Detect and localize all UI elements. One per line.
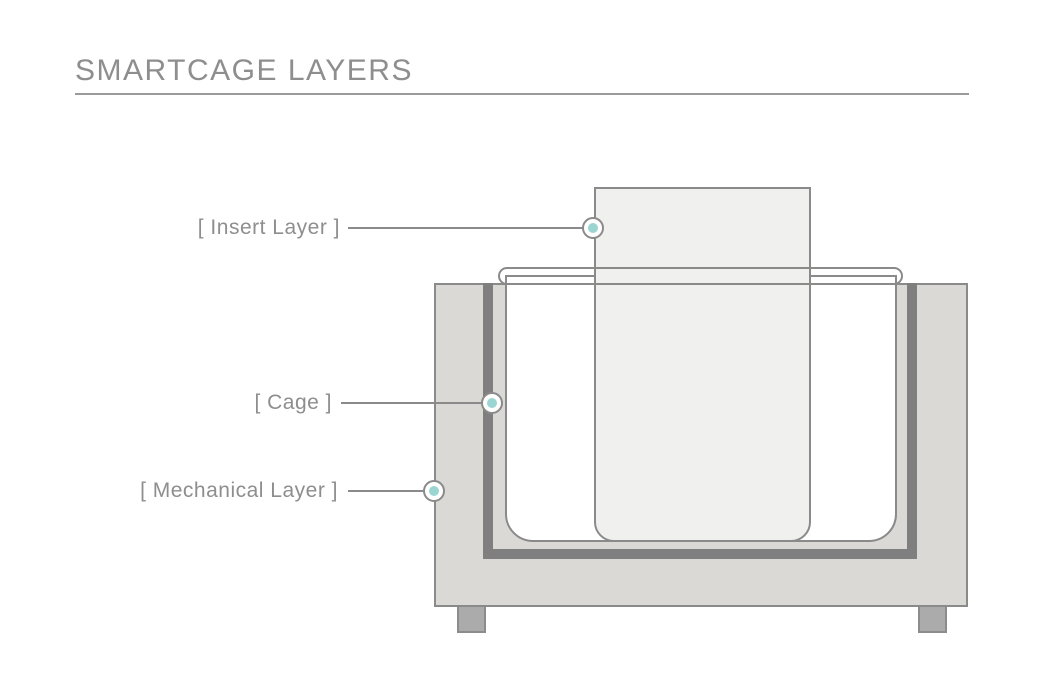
mechanical-layer-marker-dot (429, 486, 439, 496)
insert-layer-shape (594, 187, 811, 542)
insert-layer-label: [ Insert Layer ] (197, 216, 340, 239)
cage-marker-dot (487, 398, 497, 408)
title-underline (75, 93, 969, 95)
insert-layer-leader-line (348, 227, 585, 229)
page-title: SMARTCAGE LAYERS (75, 54, 413, 87)
container-foot-left-shape (457, 605, 486, 633)
cage-liner-shape (483, 283, 917, 559)
cage-label: [ Cage ] (254, 391, 332, 414)
mechanical-layer-leader-line (348, 490, 425, 492)
container-foot-right-shape (918, 605, 947, 633)
cage-rim-shape (498, 267, 903, 285)
insert-layer-marker-icon (582, 217, 604, 239)
cage-marker-icon (481, 392, 503, 414)
mechanical-layer-label: [ Mechanical Layer ] (140, 479, 338, 502)
insert-layer-marker-dot (588, 223, 598, 233)
mechanical-layer-marker-icon (423, 480, 445, 502)
cage-leader-line (341, 402, 483, 404)
